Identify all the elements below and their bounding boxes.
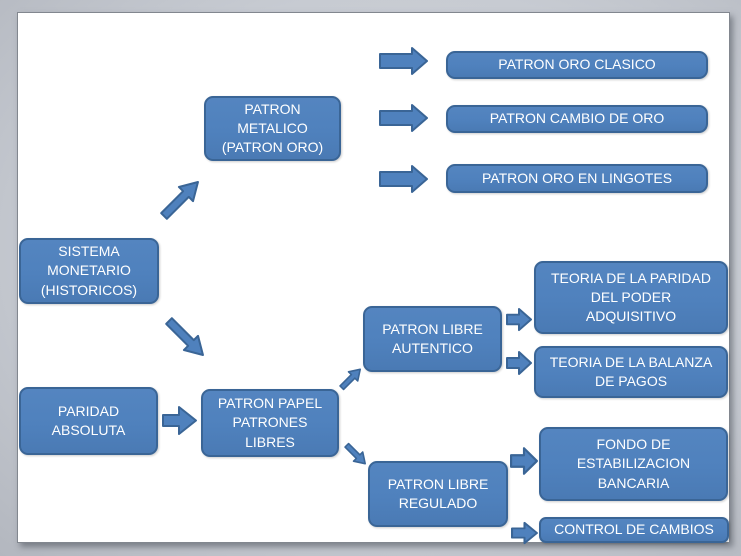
arrow-se-small [341,439,371,469]
node-patron-libre-autentico: PATRON LIBRE AUTENTICO [363,306,502,372]
arrow-ne-big [156,174,207,225]
arrow-right-stub-4 [511,521,538,545]
arrow-se-big [161,313,212,364]
node-teoria-balanza: TEORIA DE LA BALANZA DE PAGOS [534,346,728,398]
node-patron-libre-regulado: PATRON LIBRE REGULADO [368,461,508,527]
arrow-ne-small [336,363,366,393]
node-sistema-monetario: SISTEMA MONETARIO (HISTORICOS) [19,238,159,304]
arrow-right-long-1 [379,46,429,76]
node-teoria-paridad: TEORIA DE LA PARIDAD DEL PODER ADQUISITI… [534,261,728,334]
arrow-right-stub-3 [510,446,538,476]
node-patron-metalico: PATRON METALICO (PATRON ORO) [204,96,341,161]
node-patron-papel: PATRON PAPEL PATRONES LIBRES [201,389,339,457]
node-paridad-absoluta: PARIDAD ABSOLUTA [19,387,158,455]
node-patron-cambio-de-oro: PATRON CAMBIO DE ORO [446,105,708,133]
node-control-de-cambios: CONTROL DE CAMBIOS [539,517,729,543]
slide-canvas: SISTEMA MONETARIO (HISTORICOS) PATRON ME… [17,12,730,545]
arrow-right-stub-1 [506,307,532,332]
arrow-right-mid [162,404,197,437]
node-patron-oro-clasico: PATRON ORO CLASICO [446,51,708,79]
arrow-right-long-2 [379,103,429,133]
arrow-right-stub-2 [506,350,532,376]
node-fondo-estabilizacion: FONDO DE ESTABILIZACION BANCARIA [539,427,728,501]
node-patron-oro-en-lingotes: PATRON ORO EN LINGOTES [446,164,708,193]
arrow-right-long-3 [379,164,429,194]
